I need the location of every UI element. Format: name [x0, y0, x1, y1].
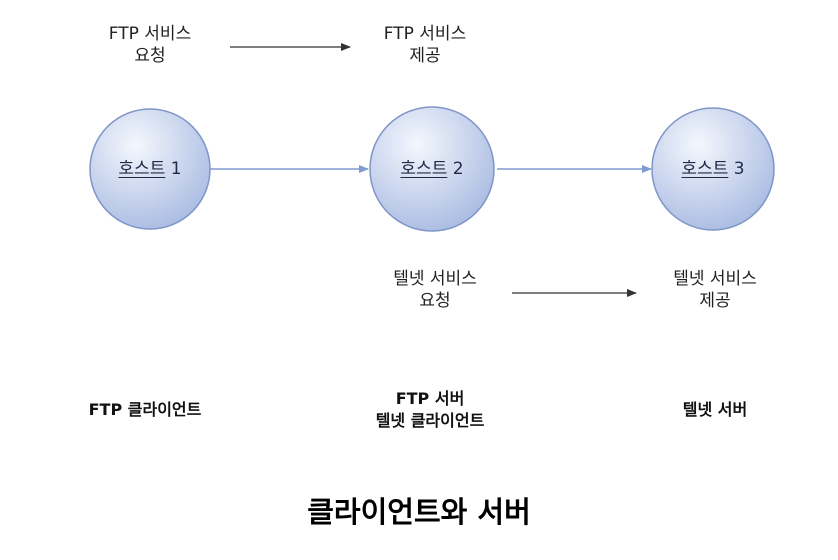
host-label-3: 호스트 3: [658, 158, 768, 180]
telnet-request-line1: 텔넷 서비스: [393, 269, 477, 289]
telnet-request-line2: 요청: [419, 291, 451, 311]
host-label-2: 호스트 2: [377, 158, 487, 180]
host-number: 1: [165, 159, 182, 179]
ftp-provide-line1: FTP 서비스: [383, 24, 467, 44]
host-name: 호스트: [400, 159, 448, 179]
host-node-2: [369, 106, 495, 232]
figure-caption: 클라이언트와 서버: [307, 495, 531, 529]
host-node-3: [651, 107, 775, 231]
role-host3: 텔넷 서버: [620, 399, 810, 421]
role-host3-line1: 텔넷 서버: [682, 400, 748, 419]
host-number: 2: [447, 159, 464, 179]
ftp-provide-label: FTP 서비스 제공: [355, 23, 495, 67]
role-host2-line2: 텔넷 클라이언트: [375, 411, 485, 430]
ftp-request-label: FTP 서비스 요청: [80, 23, 220, 67]
ftp-request-line1: FTP 서비스: [108, 24, 192, 44]
role-host2-line1: FTP 서버: [395, 389, 465, 408]
ftp-provide-line2: 제공: [409, 46, 441, 66]
role-host2: FTP 서버 텔넷 클라이언트: [320, 388, 540, 432]
telnet-provide-line1: 텔넷 서비스: [673, 269, 757, 289]
host-name: 호스트: [118, 159, 166, 179]
telnet-provide-label: 텔넷 서비스 제공: [640, 268, 790, 312]
host-number: 3: [728, 159, 745, 179]
telnet-request-label: 텔넷 서비스 요청: [360, 268, 510, 312]
host-label-1: 호스트 1: [95, 158, 205, 180]
telnet-provide-line2: 제공: [699, 291, 731, 311]
ftp-request-line2: 요청: [134, 46, 166, 66]
role-host1: FTP 클라이언트: [40, 399, 250, 421]
host-name: 호스트: [681, 159, 729, 179]
host-node-1: [89, 108, 211, 230]
role-host1-line1: FTP 클라이언트: [88, 400, 202, 419]
